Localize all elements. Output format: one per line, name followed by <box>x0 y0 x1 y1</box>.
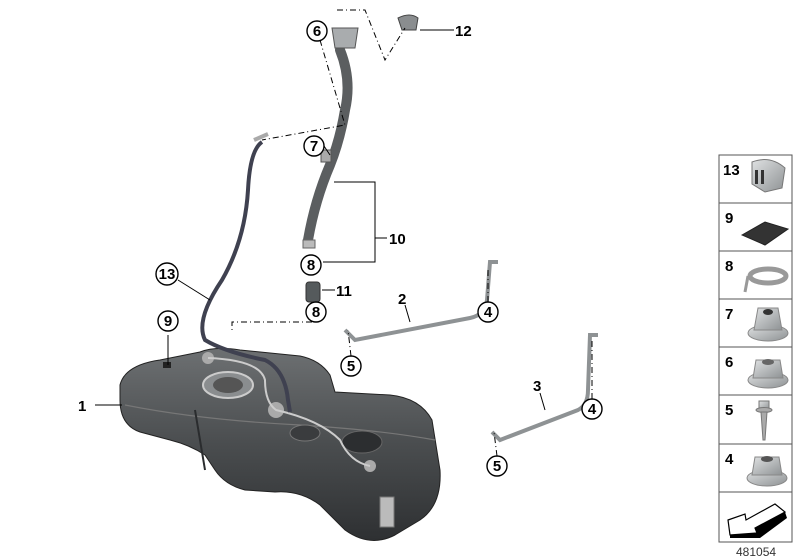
fuel-tank <box>119 347 441 541</box>
svg-text:4: 4 <box>484 304 493 321</box>
diagram-number: 481054 <box>736 545 776 559</box>
callout-11: 11 <box>336 283 352 300</box>
svg-text:5: 5 <box>725 402 733 419</box>
svg-text:8: 8 <box>725 258 733 275</box>
direction-arrow-icon <box>727 503 787 538</box>
svg-text:4: 4 <box>588 401 597 418</box>
svg-text:5: 5 <box>347 358 355 375</box>
legend-item-6: 6 <box>718 346 793 396</box>
legend-item-9: 9 <box>718 202 793 252</box>
hex-collar-nut-icon <box>746 456 788 487</box>
svg-text:9: 9 <box>164 313 172 330</box>
callout-4-upper: 4 <box>477 301 499 323</box>
legend-item-arrow <box>718 491 793 543</box>
svg-text:5: 5 <box>493 458 501 475</box>
svg-text:6: 6 <box>313 23 321 40</box>
svg-text:4: 4 <box>725 451 734 468</box>
callout-2: 2 <box>398 291 406 308</box>
svg-text:13: 13 <box>723 162 740 179</box>
screw-icon <box>755 400 773 441</box>
strap-lower <box>490 333 598 443</box>
svg-text:7: 7 <box>310 138 318 155</box>
callout-8-upper: 8 <box>300 254 322 276</box>
clip-nut-icon <box>747 307 789 342</box>
legend-panel: 13 9 8 7 <box>718 154 793 543</box>
callout-4-lower: 4 <box>581 398 603 420</box>
svg-text:8: 8 <box>307 257 315 274</box>
legend-item-5: 5 <box>718 394 793 445</box>
callout-6: 6 <box>306 20 328 42</box>
callout-5-lower: 5 <box>486 455 508 477</box>
vent-line <box>200 140 292 413</box>
hex-collar-nut-icon <box>747 359 789 389</box>
callout-3: 3 <box>533 378 541 395</box>
legend-item-7: 7 <box>718 298 793 348</box>
callout-5-upper: 5 <box>340 355 362 377</box>
svg-text:6: 6 <box>725 354 733 371</box>
filler-pipe <box>302 27 359 249</box>
pad-icon <box>740 221 790 246</box>
callout-1: 1 <box>78 398 86 415</box>
clip-icon <box>751 159 786 193</box>
vent-line-connector <box>253 132 269 142</box>
legend-item-13: 13 <box>718 154 793 204</box>
cap-part <box>397 14 419 31</box>
hose-piece <box>305 281 321 303</box>
callout-13: 13 <box>155 262 179 286</box>
callout-8-lower: 8 <box>305 301 327 323</box>
callout-10: 10 <box>389 231 406 248</box>
legend-item-4: 4 <box>718 443 793 493</box>
callout-9: 9 <box>157 310 179 332</box>
svg-text:7: 7 <box>725 306 733 323</box>
svg-text:8: 8 <box>312 304 320 321</box>
svg-text:9: 9 <box>725 210 733 227</box>
svg-text:13: 13 <box>159 266 176 283</box>
strap-upper <box>343 260 498 343</box>
hose-clamp-icon <box>743 266 789 293</box>
callout-12: 12 <box>455 23 472 40</box>
legend-item-8: 8 <box>718 250 793 300</box>
callout-7: 7 <box>303 135 325 157</box>
